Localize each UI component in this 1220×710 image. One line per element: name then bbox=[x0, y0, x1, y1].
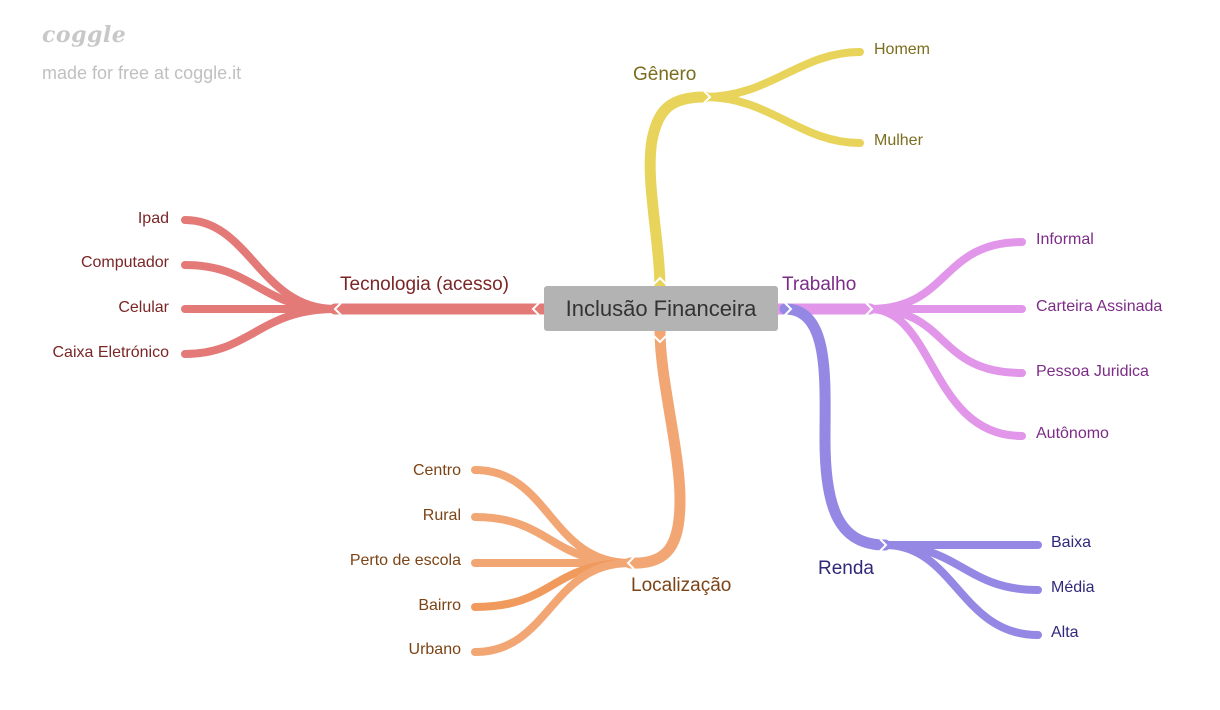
branch-tecnologia-label[interactable]: Tecnologia (acesso) bbox=[340, 274, 509, 295]
node-carteira-assinada[interactable]: Carteira Assinada bbox=[1036, 298, 1163, 315]
chevron-renda bbox=[879, 538, 888, 552]
node-rural[interactable]: Rural bbox=[422, 507, 461, 524]
node-ipad[interactable]: Ipad bbox=[137, 210, 169, 227]
branch-genero-label[interactable]: Gênero bbox=[633, 64, 697, 85]
connector-trabalho-autonomo bbox=[866, 305, 1026, 440]
node-bairro[interactable]: Bairro bbox=[418, 597, 461, 614]
connector-root-genero bbox=[644, 91, 711, 296]
node-alta[interactable]: Alta bbox=[1051, 624, 1079, 641]
node-caixa-eletronico[interactable]: Caixa Eletrónico bbox=[52, 344, 170, 361]
branch-tecnologia-connectors bbox=[181, 216, 551, 358]
node-mulher[interactable]: Mulher bbox=[874, 132, 923, 149]
node-centro[interactable]: Centro bbox=[412, 462, 461, 479]
node-urbano[interactable]: Urbano bbox=[408, 641, 461, 658]
connector-trabalho-informal bbox=[866, 238, 1026, 313]
branch-genero-connectors bbox=[644, 48, 864, 296]
connector-genero-homem bbox=[701, 48, 864, 101]
branch-renda-connectors bbox=[779, 303, 1042, 639]
chevron-root-right bbox=[784, 302, 793, 316]
coggle-logo: coggle bbox=[42, 22, 127, 48]
node-baixa[interactable]: Baixa bbox=[1051, 534, 1092, 551]
connector-genero-mulher bbox=[701, 93, 864, 147]
chevron-genero bbox=[703, 90, 712, 104]
chevron-root-top bbox=[653, 276, 667, 285]
node-autonomo[interactable]: Autônomo bbox=[1036, 425, 1109, 442]
connector-chevrons bbox=[333, 90, 888, 570]
connector-trabalho-pessoa bbox=[866, 305, 1026, 377]
node-homem[interactable]: Homem bbox=[874, 41, 931, 58]
branch-renda-label[interactable]: Renda bbox=[818, 558, 874, 579]
node-computador[interactable]: Computador bbox=[80, 254, 169, 271]
branch-localizacao-label[interactable]: Localização bbox=[631, 575, 732, 596]
chevron-localizacao bbox=[626, 556, 635, 570]
chevron-root-left bbox=[531, 302, 540, 316]
node-celular[interactable]: Celular bbox=[118, 299, 169, 316]
connector-localizacao-urbano bbox=[471, 559, 634, 656]
chevron-root-bottom bbox=[653, 335, 667, 344]
node-perto-de-escola[interactable]: Perto de escola bbox=[349, 552, 461, 569]
chevron-trabalho bbox=[865, 302, 874, 316]
branch-localizacao-connectors bbox=[471, 324, 686, 656]
connector-root-localizacao bbox=[624, 324, 686, 569]
branch-trabalho-label[interactable]: Trabalho bbox=[782, 274, 857, 295]
node-media[interactable]: Média bbox=[1051, 579, 1095, 596]
connector-tecnologia-caixa bbox=[181, 305, 339, 358]
node-pessoa-juridica[interactable]: Pessoa Juridica bbox=[1036, 363, 1149, 380]
coggle-tagline: made for free at coggle.it bbox=[42, 63, 242, 83]
chevron-tecnologia bbox=[333, 302, 342, 316]
node-informal[interactable]: Informal bbox=[1036, 231, 1094, 248]
connector-renda-alta bbox=[881, 541, 1042, 639]
connector-root-renda bbox=[779, 303, 891, 551]
root-node[interactable]: Inclusão Financeira bbox=[544, 286, 778, 331]
